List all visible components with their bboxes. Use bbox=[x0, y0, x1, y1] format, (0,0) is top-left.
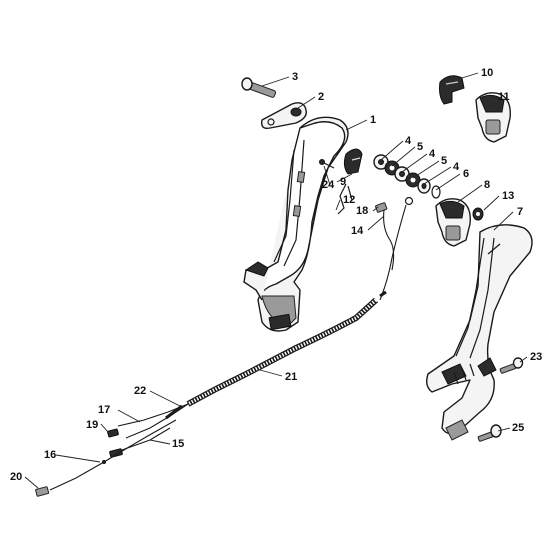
callout-7: 7 bbox=[517, 206, 523, 218]
washer-c bbox=[394, 166, 410, 182]
switch-assembly-upper bbox=[475, 92, 511, 143]
pin bbox=[319, 159, 335, 169]
wire-loop bbox=[379, 196, 414, 301]
callout-18: 18 bbox=[356, 205, 368, 217]
callout-9: 9 bbox=[340, 176, 346, 188]
trigger-upper bbox=[439, 75, 465, 105]
clamp-plate bbox=[260, 102, 307, 130]
handle-half-shell bbox=[425, 224, 533, 441]
callout-8: 8 bbox=[484, 179, 490, 191]
wire-connector-lower bbox=[109, 439, 151, 458]
callout-23: 23 bbox=[530, 351, 542, 363]
screw-right bbox=[499, 357, 524, 374]
washer-d bbox=[405, 172, 421, 188]
short-circuit-wire bbox=[49, 419, 177, 491]
nut bbox=[472, 207, 484, 221]
callout-5b: 5 bbox=[441, 155, 447, 167]
leader-lines bbox=[24, 72, 528, 489]
callout-4a: 4 bbox=[405, 135, 412, 147]
callout-labels: 3 2 1 4 5 4 5 4 6 7 8 9 10 11 12 13 14 1… bbox=[10, 67, 542, 483]
wire-connector-upper bbox=[107, 428, 119, 438]
screw-top bbox=[241, 77, 277, 98]
callout-2: 2 bbox=[318, 91, 324, 103]
callout-11: 11 bbox=[498, 91, 510, 103]
callout-20: 20 bbox=[10, 471, 22, 483]
ground-wire bbox=[149, 427, 171, 441]
spring-washer bbox=[431, 185, 441, 199]
callout-3: 3 bbox=[292, 71, 298, 83]
callout-12: 12 bbox=[343, 194, 355, 206]
callout-25: 25 bbox=[512, 422, 524, 434]
callout-15: 15 bbox=[172, 438, 184, 450]
screw-bottom bbox=[477, 424, 502, 442]
callout-19: 19 bbox=[86, 419, 98, 431]
callout-17: 17 bbox=[98, 404, 110, 416]
callout-4c: 4 bbox=[453, 161, 460, 173]
plug-end bbox=[35, 486, 50, 497]
callout-5a: 5 bbox=[417, 141, 423, 153]
callout-14: 14 bbox=[351, 225, 364, 237]
throttle-cable bbox=[186, 290, 387, 407]
callout-4b: 4 bbox=[429, 148, 436, 160]
throttle-trigger bbox=[343, 148, 363, 175]
callout-1: 1 bbox=[370, 114, 376, 126]
cable-sleeve bbox=[117, 403, 189, 439]
callout-13: 13 bbox=[502, 190, 514, 202]
callout-10: 10 bbox=[481, 67, 493, 79]
terminal bbox=[375, 202, 388, 213]
handle-housing bbox=[243, 116, 349, 332]
switch-assembly-lower bbox=[435, 198, 471, 247]
contact-spring bbox=[337, 183, 353, 215]
callout-22: 22 bbox=[134, 385, 146, 397]
callout-16: 16 bbox=[44, 449, 56, 461]
callout-24: 24 bbox=[322, 179, 335, 191]
callout-6: 6 bbox=[463, 168, 469, 180]
callout-21: 21 bbox=[285, 371, 297, 383]
